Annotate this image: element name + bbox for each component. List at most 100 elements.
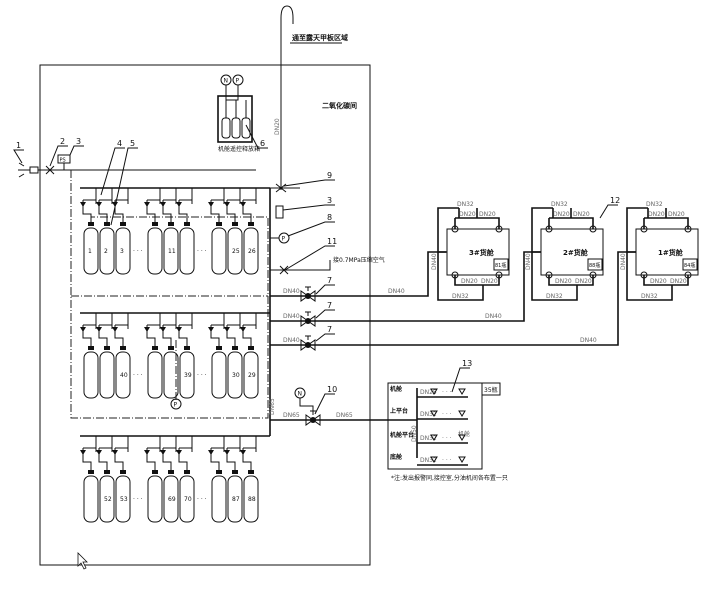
cylinder-hose <box>242 436 257 474</box>
pipe-size: DN20 <box>575 278 592 285</box>
callout-number: 9 <box>327 171 332 180</box>
cylinder-hose <box>82 313 97 350</box>
cylinder-body <box>179 351 195 399</box>
check-valve-icon <box>144 202 150 207</box>
cylinder-body <box>83 227 99 275</box>
nozzle-icon <box>451 225 459 233</box>
co2-cylinder: 3 <box>112 188 131 275</box>
cylinder-body <box>243 351 259 399</box>
cylinder-hose <box>82 188 97 226</box>
nozzle-icon <box>495 271 503 279</box>
selector-valve-icon[interactable] <box>300 311 316 327</box>
cylinder-hose <box>178 313 193 350</box>
cylinder-valve-icon <box>216 470 222 474</box>
cylinder-valve-icon <box>248 346 254 350</box>
check-valve-icon[interactable] <box>279 265 289 275</box>
cylinder-valve-icon <box>168 470 174 474</box>
ellipsis: · · · <box>442 389 452 396</box>
callout-number: 12 <box>610 196 620 205</box>
release-box-label: 机舱遥控释放箱 <box>218 145 260 153</box>
callout-leader <box>245 124 268 149</box>
cylinder-body <box>243 227 259 275</box>
cylinder-number: 87 <box>232 496 240 503</box>
co2-cylinder <box>208 436 227 523</box>
co2-cylinder: 70 <box>176 436 195 523</box>
cylinder-number: 1 <box>88 248 92 255</box>
remote-release-box[interactable]: N P <box>217 74 253 143</box>
safety-valve-icon[interactable] <box>275 183 287 193</box>
engine-room-frame <box>387 382 483 470</box>
callout-leader <box>287 221 335 237</box>
co2-cylinder <box>144 188 163 275</box>
pressure-gauge-icon <box>170 398 182 410</box>
cylinder-number: 53 <box>120 496 128 503</box>
valve-stem <box>305 311 311 316</box>
cylinder-body <box>115 351 131 399</box>
check-valve-icon <box>80 450 86 455</box>
check-valve-icon <box>160 327 166 332</box>
cylinder-hose <box>210 313 225 350</box>
pressure-switch-9 <box>275 205 284 219</box>
valve-stem <box>310 410 316 415</box>
callout-number: 7 <box>327 301 332 310</box>
hold-piping <box>531 207 594 301</box>
cylinder-number: 26 <box>248 248 256 255</box>
check-valve-icon <box>96 202 102 207</box>
cylinder-number: 52 <box>104 496 112 503</box>
selector-valve-icon[interactable] <box>305 410 321 426</box>
nozzle-icon <box>640 271 648 279</box>
co2-cylinder: 52 <box>96 436 115 523</box>
co2-cylinder <box>144 313 163 399</box>
callout-number: 7 <box>327 276 332 285</box>
callout-number: 6 <box>260 139 265 148</box>
nozzle-icon <box>545 271 553 279</box>
co2-cylinder: 29 <box>240 313 259 399</box>
callout-number: 5 <box>130 139 135 148</box>
pipe-size: DN20 <box>479 211 496 218</box>
selector-valve-icon[interactable] <box>300 335 316 351</box>
nozzle-icon <box>640 225 648 233</box>
pipe-size: DN32 <box>551 201 568 208</box>
co2-cylinder: 26 <box>240 188 259 275</box>
cylinder-valve-icon <box>120 222 126 226</box>
cylinder-valve-icon <box>216 346 222 350</box>
air-line <box>270 237 331 271</box>
cylinder-hose <box>98 436 113 474</box>
pipe-size: DN20 <box>668 211 685 218</box>
cylinder-hose <box>98 313 113 350</box>
co2-cylinder <box>176 188 195 275</box>
cylinder-number: 3 <box>120 248 124 255</box>
cylinder-hose <box>210 436 225 474</box>
selector-valve-icon[interactable] <box>300 286 316 302</box>
valve-icon[interactable] <box>45 165 55 175</box>
pipe-size: DN40 <box>525 253 532 270</box>
co2-cylinder: 2 <box>96 188 115 275</box>
cylinder-valve-icon <box>168 222 174 226</box>
co2-cylinder: 53 <box>112 436 131 523</box>
cylinder-valve-icon <box>232 470 238 474</box>
cylinder-body <box>179 475 195 523</box>
cylinder-hose <box>162 436 177 474</box>
callout-leader <box>451 367 470 393</box>
cylinder-body <box>115 227 131 275</box>
cylinder-hose <box>82 436 97 474</box>
check-valve-icon <box>80 327 86 332</box>
release-box-piping <box>225 85 247 118</box>
cylinder-hose <box>226 188 241 226</box>
cylinder-hose <box>210 188 225 226</box>
cylinder-valve-icon <box>104 222 110 226</box>
bottle-count-box <box>587 258 603 271</box>
engine-row-name: 上平台 <box>390 407 408 415</box>
cylinder-hose <box>242 313 257 350</box>
pipe-size: DN32 <box>457 201 474 208</box>
cylinder-body <box>147 475 163 523</box>
nozzle-icon <box>458 410 466 417</box>
pipe-size: DN40 <box>580 337 597 344</box>
callout-leader <box>314 393 335 415</box>
cylinder-hose <box>242 188 257 226</box>
cylinder-body <box>227 227 243 275</box>
vent-size: DN20 <box>274 118 281 135</box>
callout-number: 3 <box>327 196 332 205</box>
